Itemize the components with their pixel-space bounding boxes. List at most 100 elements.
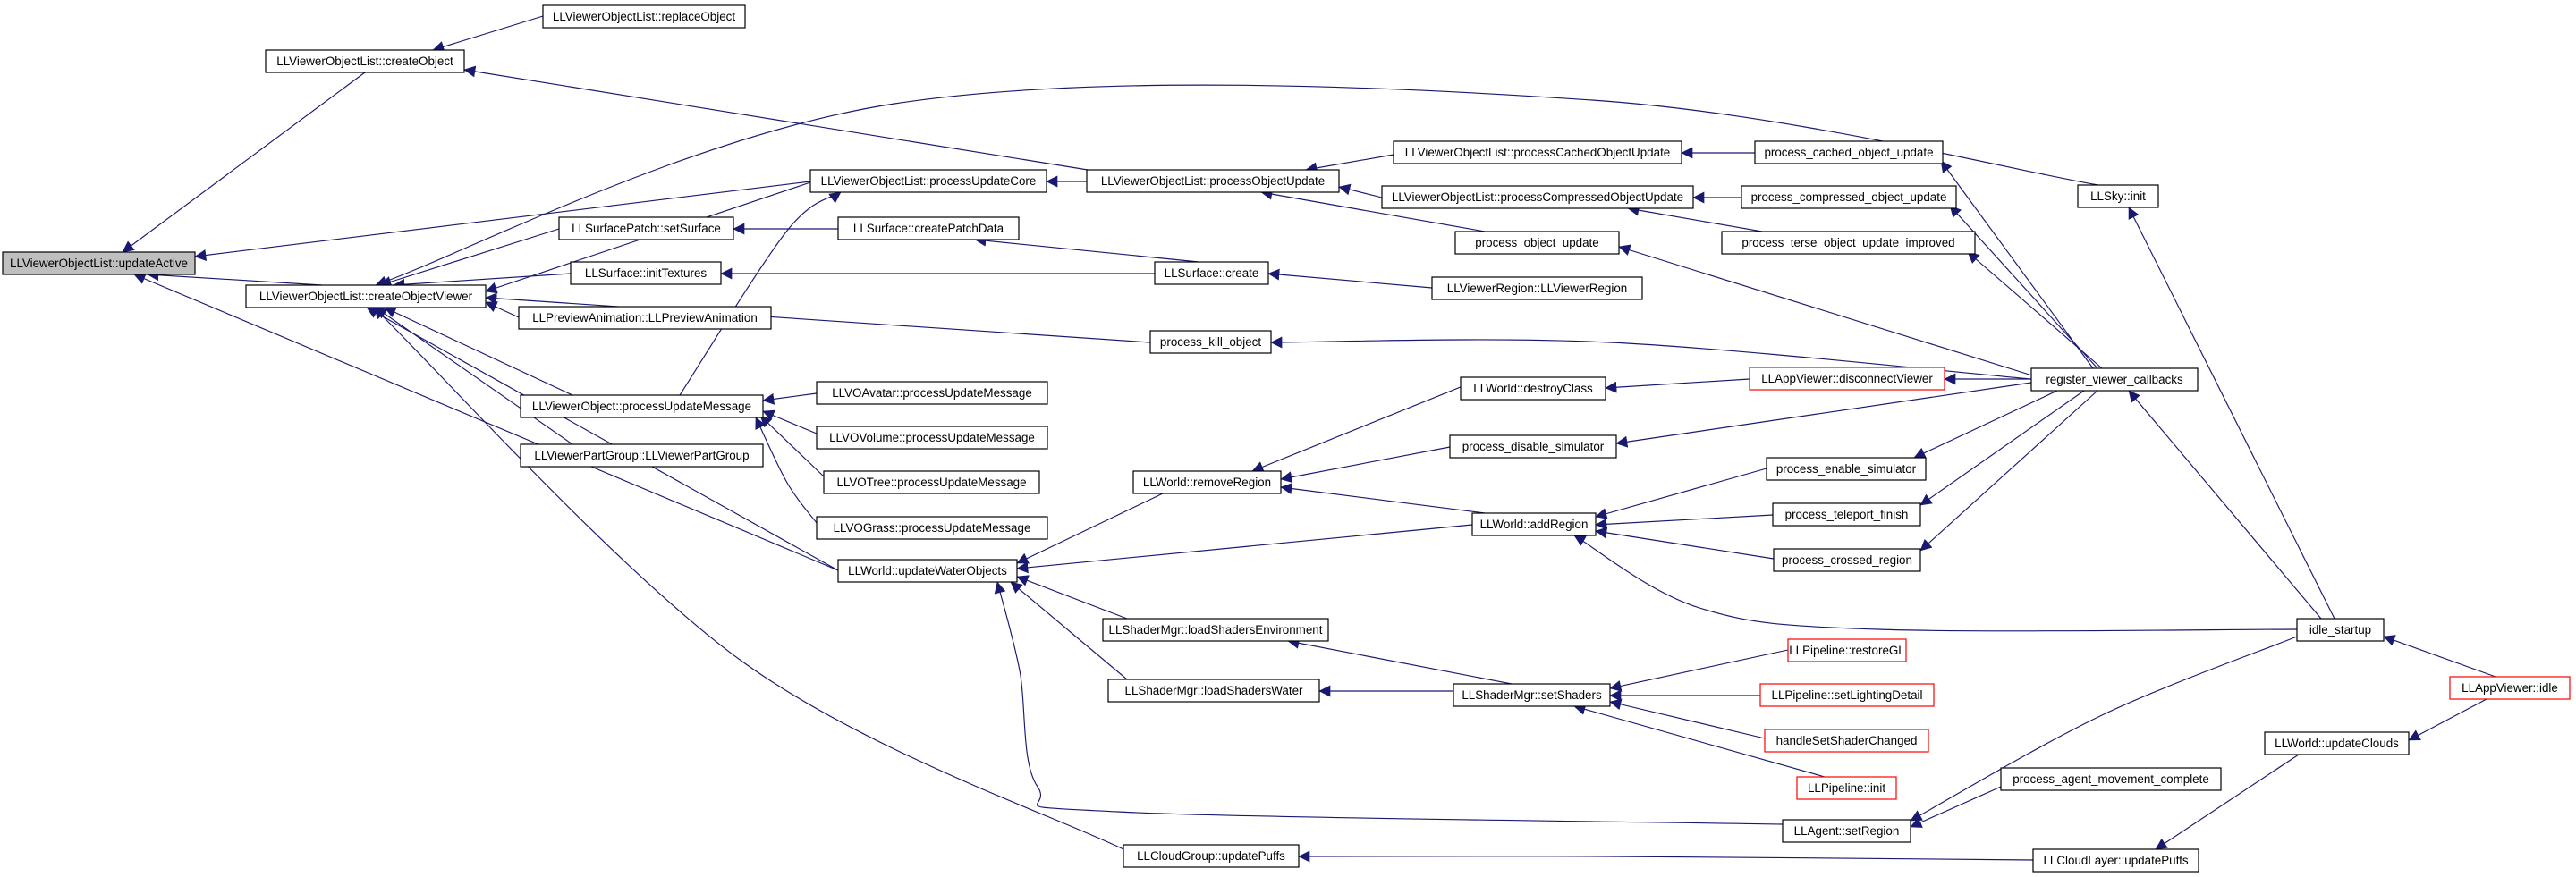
graph-node[interactable]: LLWorld::addRegion	[1471, 512, 1597, 536]
graph-node[interactable]: LLShaderMgr::loadShadersWater	[1107, 679, 1320, 703]
graph-node[interactable]: LLViewerObjectList::processCachedObjectU…	[1393, 140, 1682, 164]
call-edge	[1260, 188, 1486, 232]
node-box	[1471, 512, 1597, 536]
graph-node[interactable]: LLPipeline::setLightingDetail	[1759, 683, 1935, 707]
node-box	[1107, 679, 1320, 703]
node-box	[1754, 140, 1944, 164]
node-label: LLPipeline::restoreGL	[1789, 644, 1905, 657]
graph-node[interactable]: LLWorld::updateClouds	[2264, 731, 2410, 755]
graph-node[interactable]: LLCloudLayer::updatePuffs	[2032, 848, 2199, 873]
node-label: process_agent_movement_complete	[2012, 772, 2209, 786]
node-box	[2296, 618, 2385, 642]
graph-node[interactable]: LLWorld::updateWaterObjects	[837, 559, 1018, 583]
graph-node[interactable]: process_compressed_object_update	[1741, 185, 1957, 209]
node-label: LLWorld::addRegion	[1480, 518, 1589, 531]
call-edge	[762, 409, 818, 434]
node-label: LLViewerObjectList::processObjectUpdate	[1101, 174, 1325, 188]
graph-node[interactable]: LLViewerObject::processUpdateMessage	[520, 394, 764, 418]
call-edge	[1016, 575, 1128, 620]
graph-node[interactable]: process_agent_movement_complete	[2000, 767, 2222, 791]
graph-node[interactable]: LLViewerObjectList::replaceObject	[542, 4, 746, 29]
graph-node[interactable]: register_viewer_callbacks	[2030, 367, 2199, 392]
graph-node[interactable]: LLPipeline::restoreGL	[1787, 638, 1907, 662]
graph-node[interactable]: handleSetShaderChanged	[1764, 729, 1929, 753]
node-box	[245, 284, 487, 308]
graph-node[interactable]: LLSky::init	[2077, 184, 2159, 208]
node-box	[1086, 169, 1340, 193]
graph-node[interactable]: LLViewerRegion::LLViewerRegion	[1431, 276, 1643, 300]
node-box	[1393, 140, 1682, 164]
graph-node[interactable]: LLShaderMgr::loadShadersEnvironment	[1102, 618, 1329, 642]
graph-node[interactable]: LLShaderMgr::setShaders	[1453, 683, 1611, 707]
graph-node[interactable]: LLWorld::destroyClass	[1460, 376, 1606, 401]
graph-node[interactable]: process_kill_object	[1149, 330, 1272, 354]
call-edge	[1618, 244, 2033, 376]
graph-node[interactable]: LLVOTree::processUpdateMessage	[823, 470, 1040, 494]
call-edge	[1595, 527, 1775, 560]
node-label: process_terse_object_update_improved	[1741, 236, 1954, 249]
graph-node[interactable]: process_object_update	[1454, 231, 1620, 255]
call-edge	[762, 392, 818, 405]
graph-node[interactable]: LLSurface::initTextures	[570, 261, 722, 285]
graph-node[interactable]: process_teleport_finish	[1772, 502, 1921, 527]
root-node: LLViewerObjectList::updateActive	[2, 251, 196, 275]
call-edge	[1267, 268, 1433, 289]
call-edge	[1338, 183, 1383, 198]
graph-node[interactable]: LLViewerObjectList::createObjectViewer	[245, 284, 487, 308]
node-box	[809, 169, 1047, 193]
call-edge	[679, 191, 842, 396]
node-label: LLShaderMgr::setShaders	[1462, 688, 1602, 702]
call-edge	[133, 273, 839, 571]
graph-node[interactable]: LLViewerObjectList::processCompressedObj…	[1381, 185, 1694, 209]
node-box	[1772, 502, 1921, 527]
node-label: LLVOAvatar::processUpdateMessage	[832, 386, 1032, 400]
node-box	[823, 470, 1040, 494]
graph-node[interactable]: LLCloudGroup::updatePuffs	[1123, 844, 1300, 868]
node-box	[520, 394, 764, 418]
node-box	[816, 381, 1048, 405]
node-label: LLCloudLayer::updatePuffs	[2043, 854, 2188, 867]
graph-node[interactable]: LLViewerObjectList::processObjectUpdate	[1086, 169, 1340, 193]
graph-node[interactable]: LLWorld::removeRegion	[1132, 470, 1282, 494]
node-label: LLAgent::setRegion	[1794, 824, 1900, 838]
node-label: LLSky::init	[2090, 190, 2146, 203]
graph-node[interactable]: LLPreviewAnimation::LLPreviewAnimation	[518, 306, 772, 330]
graph-node[interactable]: LLPipeline::init	[1796, 776, 1897, 800]
node-label: LLPreviewAnimation::LLPreviewAnimation	[532, 311, 758, 325]
node-label: LLAppViewer::idle	[2462, 681, 2558, 695]
graph-node[interactable]: LLViewerObjectList::processUpdateCore	[809, 169, 1047, 193]
graph-node[interactable]: LLSurface::create	[1154, 261, 1269, 285]
node-box	[2449, 676, 2571, 700]
call-edge	[1919, 390, 2098, 552]
graph-node[interactable]: process_crossed_region	[1773, 548, 1921, 572]
call-edge	[1609, 649, 1789, 692]
graph-node[interactable]: process_terse_object_update_improved	[1721, 231, 1976, 255]
graph-node[interactable]: LLSurfacePatch::setSurface	[558, 216, 734, 240]
call-edge	[147, 269, 323, 286]
graph-node[interactable]: LLVOAvatar::processUpdateMessage	[816, 381, 1048, 405]
graph-node[interactable]: LLAgent::setRegion	[1782, 819, 1911, 843]
call-edge	[1913, 390, 2058, 459]
call-edge	[1910, 786, 2002, 828]
graph-node[interactable]: LLSurface::createPatchData	[837, 216, 1020, 240]
node-box	[1449, 434, 1617, 459]
node-label: process_cached_object_update	[1764, 146, 1933, 159]
node-label: LLSurfacePatch::setSurface	[572, 222, 721, 235]
node-label: LLViewerPartGroup::LLViewerPartGroup	[534, 449, 749, 462]
call-edge	[373, 307, 1124, 850]
graph-node[interactable]: process_cached_object_update	[1754, 140, 1944, 164]
graph-node[interactable]: LLAppViewer::idle	[2449, 676, 2571, 700]
call-edge	[2383, 635, 2496, 678]
node-label: LLVOTree::processUpdateMessage	[836, 476, 1026, 489]
graph-node[interactable]: LLAppViewer::disconnectViewer	[1749, 367, 1945, 391]
node-label: LLViewerObjectList::createObject	[276, 55, 453, 68]
graph-node[interactable]: process_enable_simulator	[1766, 457, 1927, 481]
graph-node[interactable]: LLVOGrass::processUpdateMessage	[816, 516, 1048, 540]
node-label: process_enable_simulator	[1776, 462, 1917, 476]
graph-node[interactable]: process_disable_simulator	[1449, 434, 1617, 459]
graph-node[interactable]: idle_startup	[2296, 618, 2385, 642]
node-label: LLShaderMgr::loadShadersWater	[1125, 684, 1304, 697]
graph-node[interactable]: LLViewerPartGroup::LLViewerPartGroup	[520, 443, 764, 468]
graph-node[interactable]: LLVOVolume::processUpdateMessage	[816, 426, 1048, 450]
graph-node[interactable]: LLViewerObjectList::createObject	[265, 49, 465, 73]
